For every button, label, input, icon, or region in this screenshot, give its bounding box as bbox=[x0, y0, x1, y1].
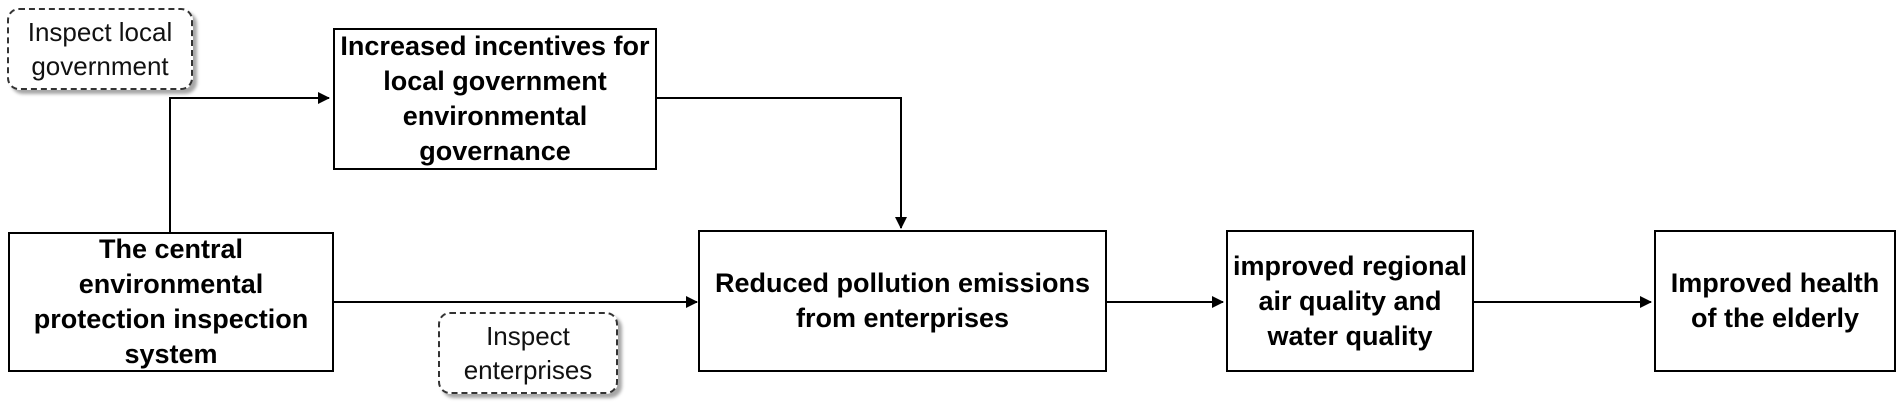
arrow-central-to-incentives bbox=[169, 92, 330, 232]
node-incentives: Increased incentives for local governmen… bbox=[333, 28, 657, 170]
node-central-system-label: The central environmental protection ins… bbox=[33, 234, 309, 369]
note-inspect-local-government: Inspect local government bbox=[7, 8, 193, 90]
node-improved-health: Improved health of the elderly bbox=[1654, 230, 1896, 372]
node-improved-quality-label: improved regional air quality and water … bbox=[1232, 250, 1468, 351]
node-incentives-label: Increased incentives for local governmen… bbox=[340, 31, 650, 166]
note-inspect-enterprises-label: Inspect enterprises bbox=[463, 321, 593, 385]
note-inspect-local-government-label: Inspect local government bbox=[27, 17, 173, 81]
node-reduced-emissions-label: Reduced pollution emissions from enterpr… bbox=[714, 268, 1091, 333]
node-reduced-emissions: Reduced pollution emissions from enterpr… bbox=[698, 230, 1107, 372]
node-central-system: The central environmental protection ins… bbox=[8, 232, 334, 372]
arrow-incentives-to-emissions bbox=[657, 97, 907, 229]
node-improved-health-label: Improved health of the elderly bbox=[1670, 268, 1880, 333]
note-inspect-enterprises: Inspect enterprises bbox=[438, 312, 618, 394]
node-improved-quality: improved regional air quality and water … bbox=[1226, 230, 1474, 372]
